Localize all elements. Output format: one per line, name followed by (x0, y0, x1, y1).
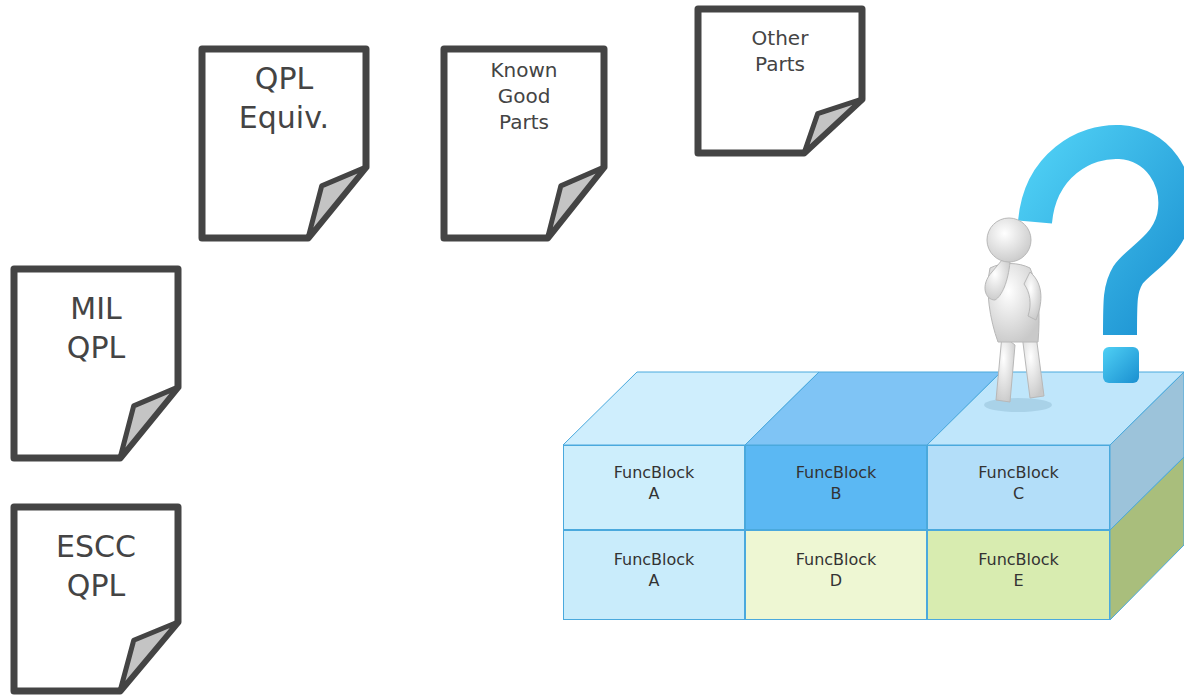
block-label: FuncBlock C (978, 463, 1059, 505)
block-label: FuncBlock E (978, 550, 1059, 592)
function-block: FuncBlock D (745, 530, 927, 620)
document-label: Other Parts (752, 25, 809, 77)
block-label: FuncBlock A (614, 463, 695, 505)
function-block: FuncBlock C (927, 445, 1110, 530)
function-block: FuncBlock E (927, 530, 1110, 620)
document-label: ESCC QPL (56, 527, 136, 605)
block-side-face (1110, 372, 1184, 620)
block-label: FuncBlock B (796, 463, 877, 505)
document-label: MIL QPL (67, 289, 125, 367)
question-mark (1035, 142, 1175, 383)
document-icon: MIL QPL (10, 265, 182, 462)
document-label: Known Good Parts (490, 57, 557, 135)
document-icon: Known Good Parts (440, 45, 608, 242)
document-icon: ESCC QPL (10, 503, 182, 695)
document-icon: Other Parts (694, 5, 866, 157)
block-top-face (563, 372, 1184, 445)
function-block: FuncBlock A (563, 445, 745, 530)
function-block: FuncBlock B (745, 445, 927, 530)
block-label: FuncBlock A (614, 550, 695, 592)
document-label: QPL Equiv. (239, 59, 329, 137)
function-block: FuncBlock A (563, 530, 745, 620)
block-label: FuncBlock D (796, 550, 877, 592)
thinking-person (984, 218, 1052, 412)
document-icon: QPL Equiv. (198, 45, 370, 242)
